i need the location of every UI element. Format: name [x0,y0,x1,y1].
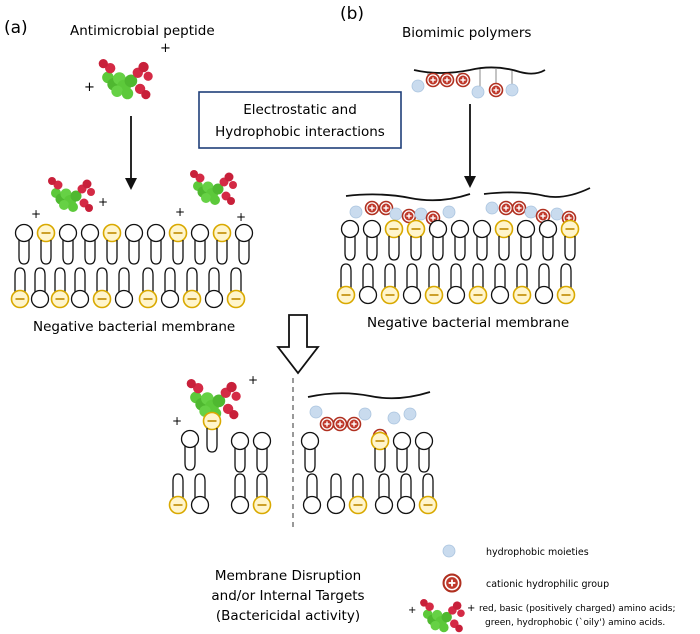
bound-polymer [483,187,591,226]
panel-a-label: (a) [4,18,28,38]
legend-cationic-label: cationic hydrophilic group [486,579,609,590]
legend-peptide-charge: + [408,605,416,616]
legend-peptide-charge: + [467,603,475,614]
legend-hydrophobic-label: hydrophobic moieties [486,547,589,558]
bound-polymer [345,193,471,226]
interaction-line-1: Electrostatic and [243,102,357,118]
membrane-a [10,223,254,309]
legend-amino-line-2: green, hydrophobic (`oily') amino acids. [485,617,665,628]
outcome-line-2: and/or Internal Targets [211,588,364,604]
membrane-b-label: Negative bacterial membrane [367,315,569,331]
peptide-charge-plus: + [236,210,246,224]
legend-amino-line-1: red, basic (positively charged) amino ac… [479,604,676,614]
peptide-charge-plus: + [84,80,95,95]
outcome-line-3: (Bactericidal activity) [216,608,360,624]
membrane-b [336,219,580,305]
arrow-b-head [464,176,476,188]
panel-a-title: Antimicrobial peptide [70,23,215,39]
peptide-charge-plus: + [160,41,171,56]
legend-hydrophobic-icon [442,544,456,558]
peptide-charge-plus: + [31,207,41,221]
legend: hydrophobic moieties cationic hydrophili… [408,544,676,633]
peptide-charge-plus: + [175,205,185,219]
disrupted-membrane-right [300,431,438,515]
peptide-charge-plus: + [248,373,258,387]
free-peptide [98,59,153,100]
peptide-charge-plus: + [172,414,182,428]
membrane-a-label: Negative bacterial membrane [33,319,235,335]
bound-peptide [48,177,95,212]
free-polymer [411,66,546,99]
bound-peptide [190,170,237,205]
disrupted-membrane-left [168,411,272,515]
peptide-charge-plus: + [98,195,108,209]
panel-b-label: (b) [340,4,364,24]
outcome-line-1: Membrane Disruption [215,568,361,584]
panel-b-title: Biomimic polymers [402,25,531,41]
interaction-line-2: Hydrophobic interactions [215,124,385,140]
arrow-a-head [125,178,137,190]
interaction-box [198,91,402,149]
big-down-arrow [276,314,320,375]
disrupting-polymer [307,391,431,444]
legend-peptide-icon [420,599,465,633]
legend-cationic-icon [442,573,462,593]
